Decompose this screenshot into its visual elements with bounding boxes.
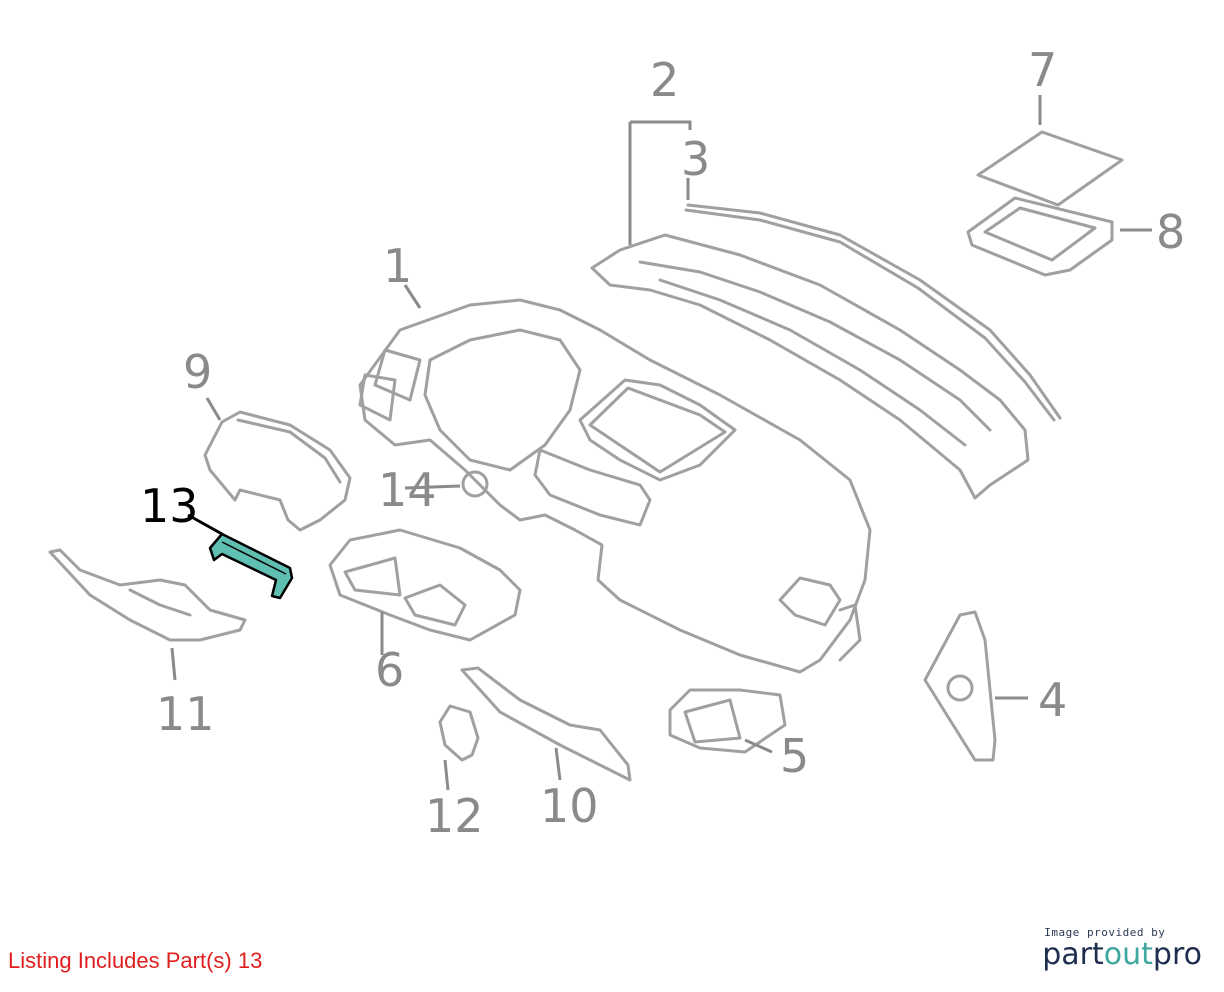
part-12-clip <box>438 704 480 762</box>
part-13-cover-highlighted <box>208 532 294 600</box>
callout-13: 13 <box>140 479 199 533</box>
callout-6: 6 <box>375 643 404 697</box>
listing-includes-text: Listing Includes Part(s) 13 <box>8 948 263 973</box>
callout-8: 8 <box>1156 205 1185 259</box>
callout-10: 10 <box>540 779 599 833</box>
image-credit: Image provided by partoutpro <box>1042 926 1202 971</box>
callout-7: 7 <box>1028 43 1057 97</box>
part-5-side-vent <box>668 688 787 754</box>
part-9-cluster-hood <box>203 410 352 532</box>
leader-lines <box>170 95 1152 791</box>
callout-14: 14 <box>378 463 437 517</box>
part-4-pillar-trim <box>923 610 997 762</box>
callout-11: 11 <box>156 687 215 741</box>
part-11-lower-cover <box>48 548 247 642</box>
part-3-trim-strip <box>684 203 1062 422</box>
partoutpro-logo: partoutpro <box>1042 937 1202 972</box>
part-8-frame <box>966 196 1114 277</box>
credit-caption: Image provided by <box>1044 926 1166 939</box>
callout-4: 4 <box>1038 673 1067 727</box>
callout-1: 1 <box>383 239 412 293</box>
callout-5: 5 <box>780 729 809 783</box>
callout-2: 2 <box>650 53 679 107</box>
part-6-center-vent <box>328 528 522 642</box>
part-14-knob <box>461 470 489 498</box>
part-1-dashboard <box>358 298 872 674</box>
part-2-defroster-panel <box>590 233 1030 500</box>
part-10-lower-panel <box>460 666 632 782</box>
callout-9: 9 <box>183 345 212 399</box>
callout-3: 3 <box>681 132 710 186</box>
callout-12: 12 <box>425 789 484 843</box>
part-7-pad <box>976 130 1124 207</box>
